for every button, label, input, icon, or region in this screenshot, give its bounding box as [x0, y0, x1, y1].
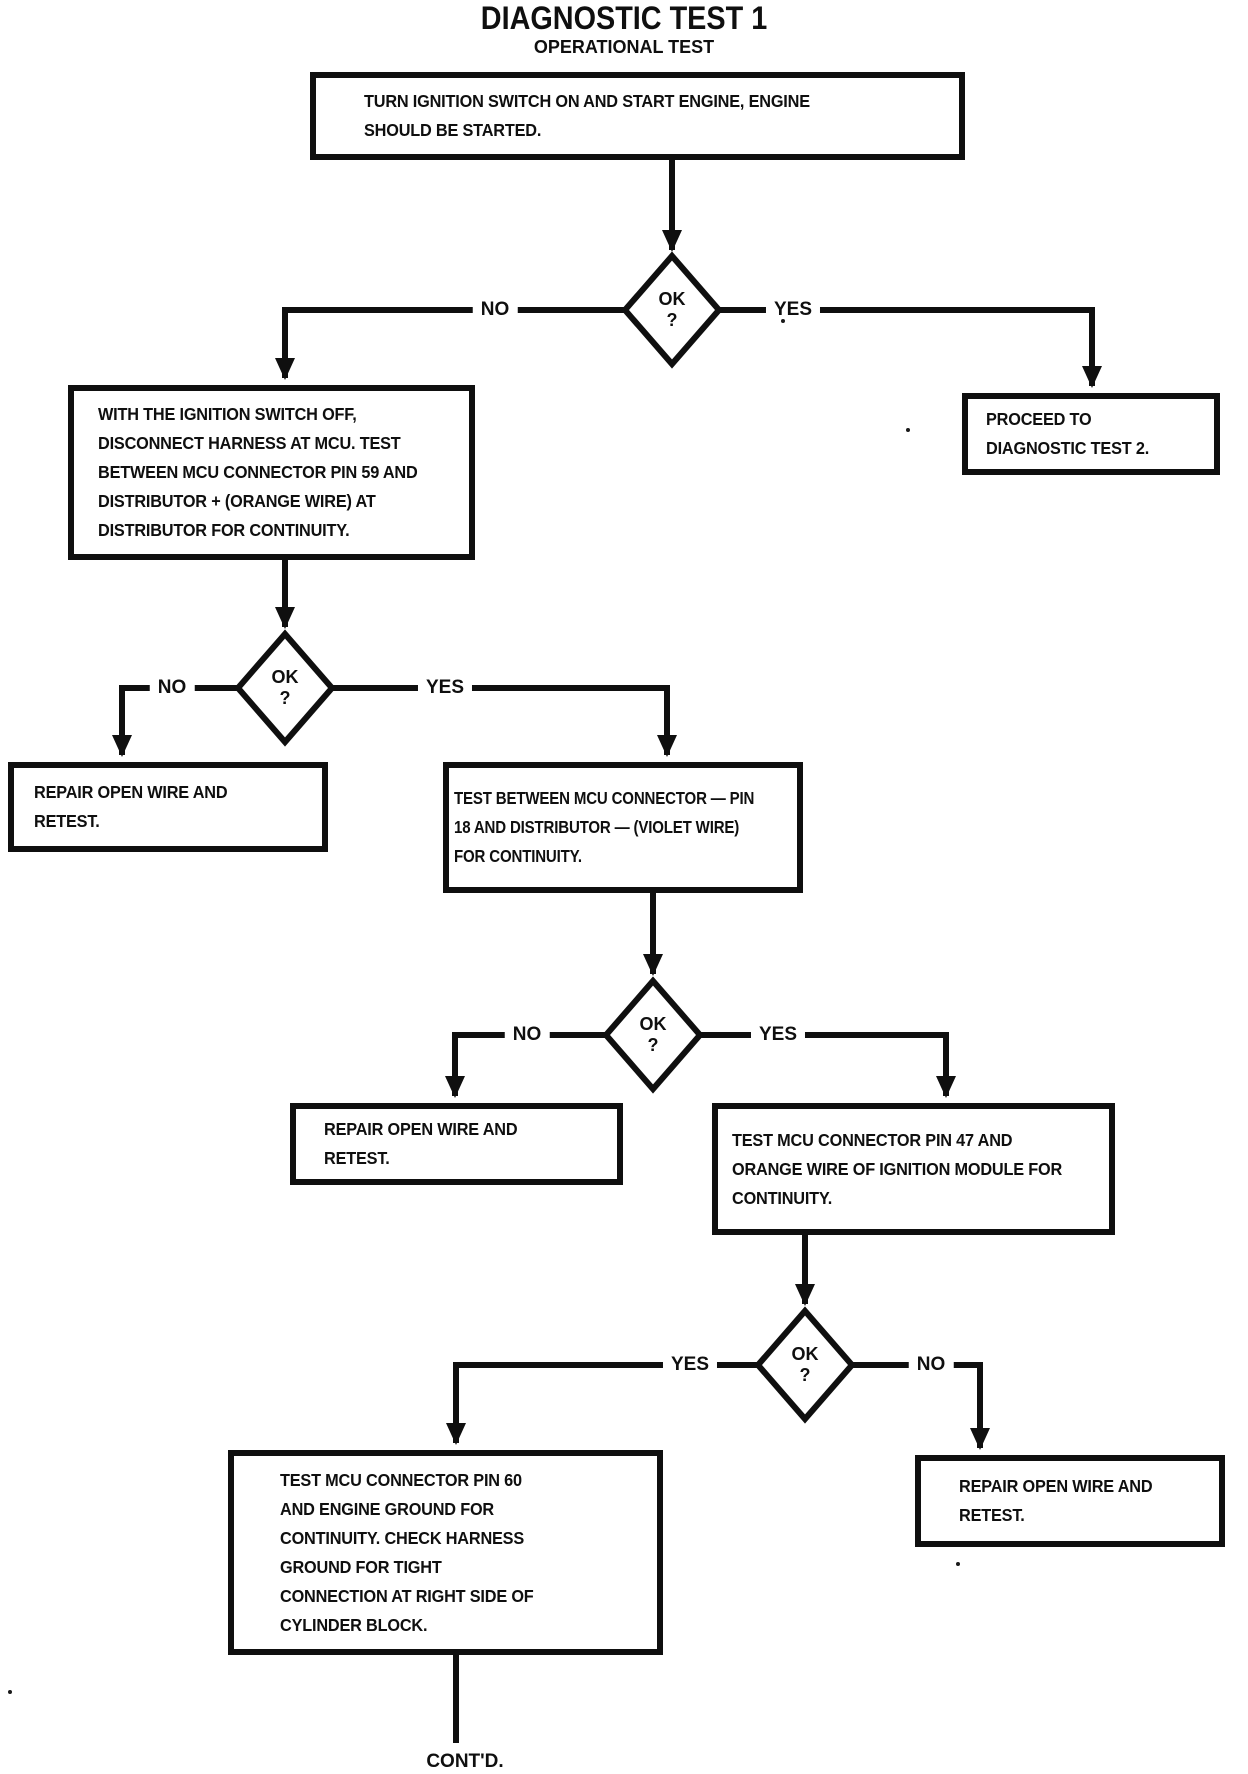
decision-d2-shape	[234, 629, 336, 747]
decision-d2-label: OK ?	[271, 667, 299, 708]
node-check-pin18-text: TEST BETWEEN MCU CONNECTOR — PIN 18 AND …	[454, 788, 755, 866]
connector-d3-no	[445, 1032, 606, 1098]
node-check-pin60: TEST MCU CONNECTOR PIN 60 AND ENGINE GRO…	[228, 1450, 663, 1655]
node-repair-3: REPAIR OPEN WIRE AND RETEST.	[915, 1455, 1225, 1547]
connector-d2-yes	[332, 685, 677, 757]
node-proceed-test2-text: PROCEED TO DIAGNOSTIC TEST 2.	[986, 409, 1150, 458]
connector-d2-no	[112, 685, 238, 757]
label-d1-yes: YES	[765, 298, 821, 322]
node-start: TURN IGNITION SWITCH ON AND START ENGINE…	[310, 72, 965, 160]
node-repair-2: REPAIR OPEN WIRE AND RETEST.	[290, 1103, 623, 1185]
scan-speck	[781, 319, 785, 323]
contd-label: CONT'D.	[426, 1751, 504, 1772]
decision-d1-label: OK ?	[658, 289, 686, 330]
node-check-pin59: WITH THE IGNITION SWITCH OFF, DISCONNECT…	[68, 385, 475, 560]
page-title: DIAGNOSTIC TEST 1	[480, 0, 768, 36]
node-check-pin60-text: TEST MCU CONNECTOR PIN 60 AND ENGINE GRO…	[280, 1469, 534, 1635]
label-d2-yes: YES	[417, 676, 473, 700]
connector-d4-yes	[446, 1362, 758, 1445]
decision-d4-shape	[754, 1306, 856, 1424]
node-proceed-test2: PROCEED TO DIAGNOSTIC TEST 2.	[962, 393, 1220, 475]
decision-d3-shape	[602, 976, 704, 1094]
label-d3-no: NO	[504, 1023, 550, 1047]
label-d4-yes: YES	[662, 1353, 718, 1377]
label-d4-no: NO	[908, 1353, 954, 1377]
node-repair-2-text: REPAIR OPEN WIRE AND RETEST.	[324, 1119, 518, 1168]
label-d1-no: NO	[472, 298, 518, 322]
connector-d1-yes	[719, 307, 1102, 388]
decision-d4-label: OK ?	[791, 1344, 819, 1385]
node-check-pin47: TEST MCU CONNECTOR PIN 47 AND ORANGE WIR…	[712, 1103, 1115, 1235]
decision-d3-label: OK ?	[639, 1014, 667, 1055]
label-d2-no: NO	[149, 676, 195, 700]
connector-d4-no	[852, 1362, 990, 1450]
scan-speck	[956, 1562, 960, 1566]
node-start-text: TURN IGNITION SWITCH ON AND START ENGINE…	[364, 91, 810, 140]
node-check-pin18: TEST BETWEEN MCU CONNECTOR — PIN 18 AND …	[443, 762, 803, 893]
node-repair-1-text: REPAIR OPEN WIRE AND RETEST.	[34, 782, 228, 831]
node-repair-3-text: REPAIR OPEN WIRE AND RETEST.	[959, 1476, 1153, 1525]
node-check-pin59-text: WITH THE IGNITION SWITCH OFF, DISCONNECT…	[98, 404, 418, 540]
node-repair-1: REPAIR OPEN WIRE AND RETEST.	[8, 762, 328, 852]
label-d3-yes: YES	[750, 1023, 806, 1047]
connector-d1-no	[275, 307, 625, 380]
scan-speck	[8, 1690, 12, 1694]
connector-d3-yes	[700, 1032, 956, 1098]
scan-speck	[906, 428, 910, 432]
decision-d1-shape	[621, 251, 723, 369]
page-subtitle: OPERATIONAL TEST	[533, 37, 715, 57]
node-check-pin47-text: TEST MCU CONNECTOR PIN 47 AND ORANGE WIR…	[732, 1129, 1063, 1208]
